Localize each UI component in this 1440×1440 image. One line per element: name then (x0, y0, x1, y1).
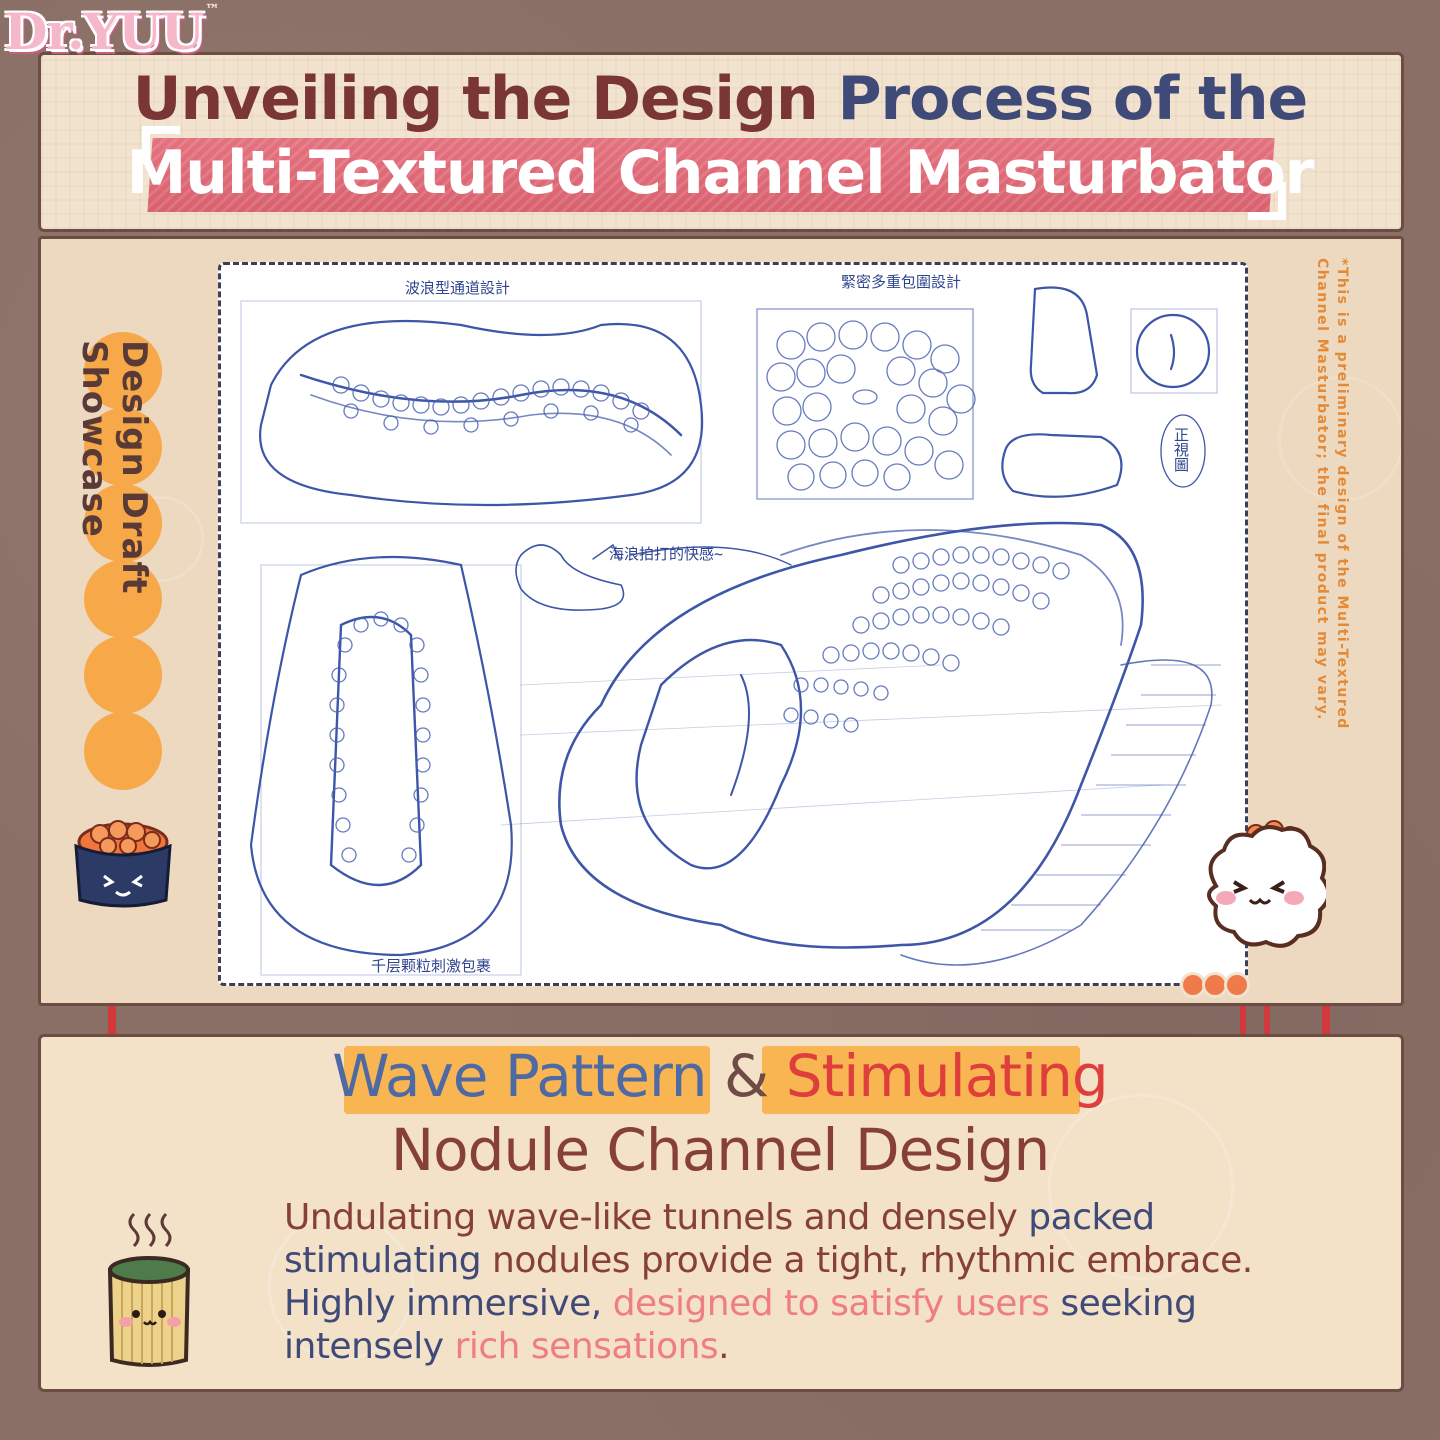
sketch-note: 海浪拍打的快感~ (609, 545, 724, 563)
feature-title-amp: & (724, 1042, 769, 1110)
feature-title-a: Wave Pattern (332, 1042, 707, 1110)
feature-title-line2: Nodule Channel Design (390, 1116, 1051, 1184)
highlight-wave (344, 1046, 710, 1114)
sketch-note: 波浪型通道設計 (405, 279, 511, 297)
tassel-cord (1264, 1006, 1270, 1056)
page-title-line1: Unveiling the Design Process of the (0, 64, 1440, 134)
sushi-icon (74, 820, 172, 908)
highlight-stimulating (762, 1046, 1080, 1114)
bracket-left-icon (142, 126, 180, 164)
feature-title-line1: Wave Pattern & Stimulating (0, 1042, 1440, 1110)
page-title-line2: Multi-Textured Channel Masturbator (126, 138, 1315, 208)
feature-panel (38, 1034, 1404, 1392)
design-sketch: 波浪型通道設計 緊密多重包圍設計 正視圖 海浪拍打的快感~ 千层颗粒刺激包裹 (218, 262, 1248, 986)
title-part-a: Unveiling the Design (132, 64, 838, 134)
bracket-right-icon (1248, 182, 1286, 220)
sketch-note: 正視圖 (1172, 427, 1190, 472)
dots-decoration (1180, 972, 1250, 1002)
disclaimer-note: *This is a preliminary design of the Mul… (1314, 258, 1350, 730)
title-part-b: Process of the (837, 64, 1309, 134)
sketch-note: 緊密多重包圍設計 (841, 273, 962, 291)
sketch-note: 千层颗粒刺激包裹 (371, 957, 492, 975)
mascot-icon (1207, 820, 1326, 948)
side-label: Design Draft Showcase (74, 340, 154, 595)
feature-title-b: Stimulating (785, 1042, 1109, 1110)
tea-cup-icon (107, 1212, 191, 1367)
sketch-drawing (240, 286, 1222, 976)
side-label-pills (84, 332, 162, 790)
feature-description: Undulating wave-like tunnels and densely… (284, 1197, 1253, 1367)
